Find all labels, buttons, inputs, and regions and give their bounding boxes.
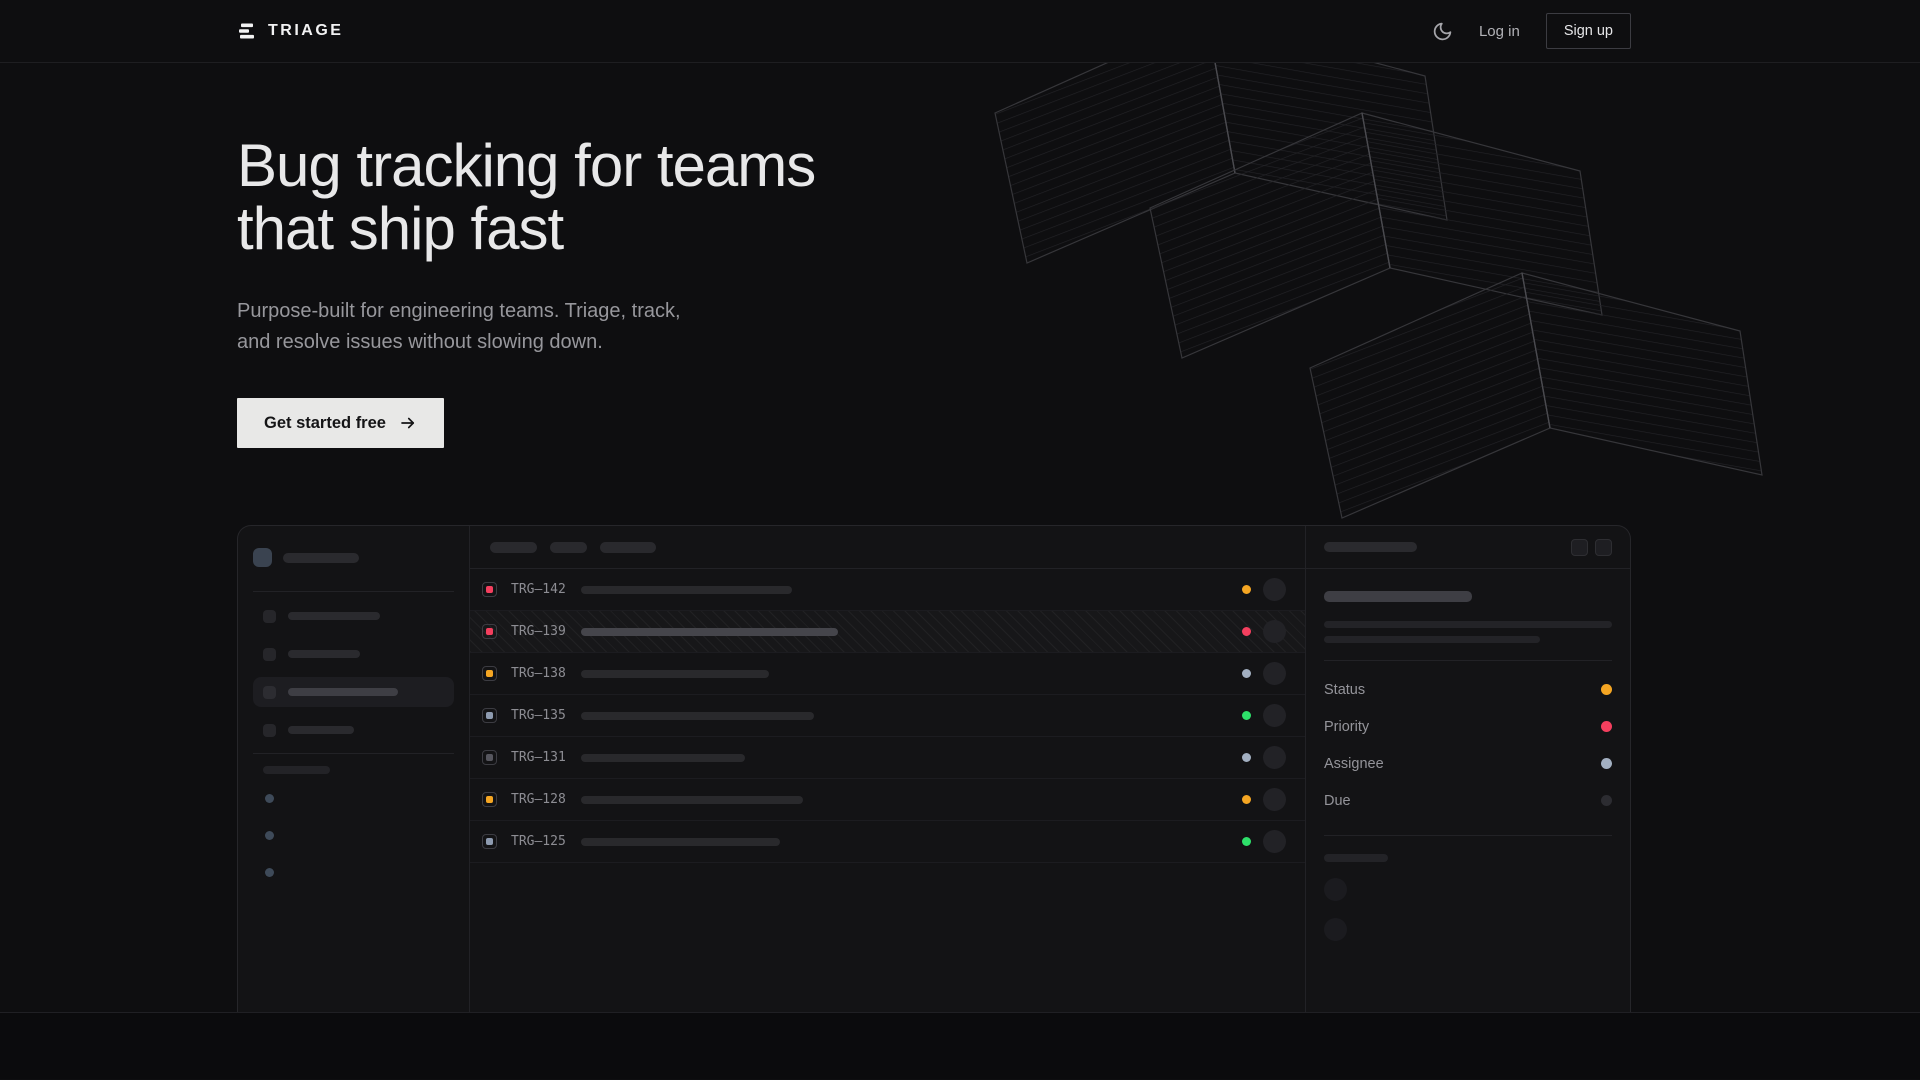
moon-icon bbox=[1432, 21, 1453, 42]
panel-action-button bbox=[1571, 538, 1588, 556]
status-dot bbox=[1242, 837, 1251, 846]
cta-button[interactable]: Get started free bbox=[237, 398, 444, 448]
issue-id: TRG–138 bbox=[511, 666, 566, 681]
issue-row: TRG–131 bbox=[470, 737, 1305, 779]
issue-id: TRG–131 bbox=[511, 750, 566, 765]
workspace-icon bbox=[253, 548, 272, 567]
field-row: Status bbox=[1324, 671, 1612, 708]
field-value-dot bbox=[1601, 758, 1612, 769]
status-dot bbox=[1242, 669, 1251, 678]
status-dot bbox=[1242, 585, 1251, 594]
mockup-workspace bbox=[253, 548, 454, 567]
field-label: Assignee bbox=[1324, 755, 1384, 772]
next-section bbox=[0, 1013, 1920, 1079]
issue-id: TRG–128 bbox=[511, 792, 566, 807]
panel-action-button bbox=[1595, 538, 1612, 556]
avatar bbox=[1263, 578, 1286, 601]
hero-section: Bug tracking for teams that ship fast Pu… bbox=[0, 63, 1920, 1013]
status-dot bbox=[1242, 711, 1251, 720]
issue-list-header bbox=[470, 526, 1305, 569]
field-row: Assignee bbox=[1324, 745, 1612, 782]
sidebar-item bbox=[253, 601, 454, 631]
field-label: Priority bbox=[1324, 718, 1370, 735]
theme-toggle-button[interactable] bbox=[1432, 21, 1453, 42]
hero-subtitle: Purpose-built for engineering teams. Tri… bbox=[237, 300, 681, 353]
field-row: Due bbox=[1324, 782, 1612, 819]
field-label: Status bbox=[1324, 681, 1366, 698]
field-value-dot bbox=[1601, 721, 1612, 732]
sidebar-item-active bbox=[253, 677, 454, 707]
issue-type-icon bbox=[482, 582, 497, 597]
issue-title-skeleton bbox=[1324, 591, 1472, 602]
avatar bbox=[1263, 662, 1286, 685]
issue-type-icon bbox=[482, 750, 497, 765]
mockup-sidebar bbox=[238, 526, 470, 1012]
top-nav: TRIAGE Log in Sign up bbox=[0, 0, 1920, 63]
issue-row: TRG–125 bbox=[470, 821, 1305, 863]
issue-id: TRG–139 bbox=[511, 624, 566, 639]
app-mockup-window: TRG–142 TRG–139 TRG–138 bbox=[237, 525, 1631, 1012]
sidebar-section-label bbox=[263, 766, 330, 774]
label-dot bbox=[265, 831, 274, 840]
logo-icon bbox=[237, 21, 257, 41]
label-dot bbox=[265, 868, 274, 877]
issue-row-selected: TRG–139 bbox=[470, 611, 1305, 653]
login-link[interactable]: Log in bbox=[1478, 22, 1520, 40]
status-dot bbox=[1242, 753, 1251, 762]
avatar bbox=[1263, 746, 1286, 769]
avatar bbox=[1263, 830, 1286, 853]
avatar bbox=[1263, 620, 1286, 643]
issue-id: TRG–125 bbox=[511, 834, 566, 849]
sidebar-item bbox=[253, 639, 454, 669]
field-row: Priority bbox=[1324, 708, 1612, 745]
field-value-dot bbox=[1601, 684, 1612, 695]
issue-row: TRG–135 bbox=[470, 695, 1305, 737]
status-dot bbox=[1242, 627, 1251, 636]
issue-type-icon bbox=[482, 834, 497, 849]
avatar bbox=[1263, 704, 1286, 727]
issue-type-icon bbox=[482, 666, 497, 681]
status-dot bbox=[1242, 795, 1251, 804]
field-value-dot bbox=[1601, 795, 1612, 806]
arrow-right-icon bbox=[399, 414, 417, 432]
issue-row: TRG–128 bbox=[470, 779, 1305, 821]
label-dot bbox=[265, 794, 274, 803]
issue-type-icon bbox=[482, 708, 497, 723]
hero-heading: Bug tracking for teams that ship fast bbox=[237, 132, 816, 262]
issue-row: TRG–142 bbox=[470, 569, 1305, 611]
comment-avatar bbox=[1324, 878, 1347, 901]
avatar bbox=[1263, 788, 1286, 811]
mockup-detail-panel: Status Priority Assignee Due bbox=[1305, 526, 1630, 1012]
issue-row: TRG–138 bbox=[470, 653, 1305, 695]
comment-avatar bbox=[1324, 918, 1347, 941]
brand[interactable]: TRIAGE bbox=[237, 21, 343, 41]
field-label: Due bbox=[1324, 792, 1351, 809]
mockup-issue-list: TRG–142 TRG–139 TRG–138 bbox=[470, 526, 1305, 1012]
issue-id: TRG–142 bbox=[511, 582, 566, 597]
issue-type-icon bbox=[482, 624, 497, 639]
brand-name: TRIAGE bbox=[268, 22, 344, 39]
issue-id: TRG–135 bbox=[511, 708, 566, 723]
signup-button[interactable]: Sign up bbox=[1545, 13, 1631, 49]
sidebar-item bbox=[253, 715, 454, 745]
detail-panel-header bbox=[1306, 526, 1630, 569]
issue-type-icon bbox=[482, 792, 497, 807]
